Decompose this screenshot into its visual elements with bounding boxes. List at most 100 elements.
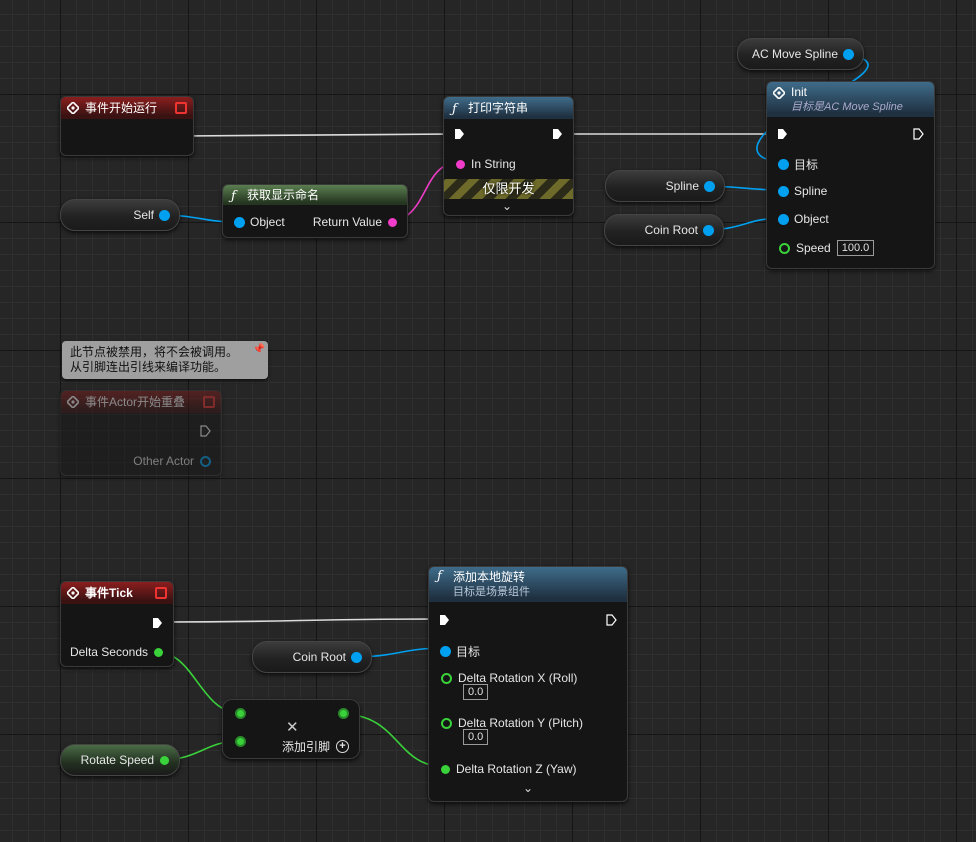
pin-label: 目标 (456, 645, 481, 659)
node-header: 事件开始运行 (61, 97, 193, 119)
delta-seconds-pin[interactable]: Delta Seconds (70, 645, 163, 659)
comment-line-2: 从引脚连出引线来编译功能。 (70, 360, 227, 374)
roll-value-field[interactable]: 0.0 (463, 684, 489, 700)
add-pin-icon: + (336, 740, 350, 753)
object-pin-icon (705, 181, 714, 191)
node-subtitle: 目标是AC Move Spline (791, 101, 903, 113)
b-input-pin[interactable] (235, 736, 246, 747)
node-header: 事件Actor开始重叠 (61, 391, 221, 413)
spline-variable-node[interactable]: Spline (605, 170, 725, 202)
spline-input-pin[interactable]: Spline (779, 184, 827, 198)
add-local-rotation-node[interactable]: ƒ 添加本地旋转 目标是场景组件 目标 Delta Rotation X (Ro… (428, 566, 628, 802)
event-tick-node[interactable]: 事件Tick Delta Seconds (60, 581, 174, 667)
remove-x-icon: ✕ (286, 719, 299, 736)
a-input-pin[interactable] (235, 708, 246, 719)
object-input-pin[interactable]: Object (779, 212, 829, 226)
print-string-node[interactable]: ƒ 打印字符串 In String 仅限开发 ⌄ (443, 96, 574, 216)
function-icon: ƒ (452, 102, 457, 117)
exec-wire-tick-rotation (162, 618, 440, 623)
exec-out-pin[interactable] (913, 128, 924, 140)
event-begin-play-node[interactable]: 事件开始运行 (60, 96, 194, 156)
return-value-pin[interactable]: Return Value (313, 215, 397, 229)
exec-pin-icon (606, 614, 617, 626)
exec-pin-icon (553, 129, 562, 139)
float-pin-icon (441, 717, 452, 729)
get-display-name-node[interactable]: ƒ 获取显示命名 Object Return Value (222, 184, 408, 238)
chevron-down-icon[interactable]: ⌄ (502, 199, 513, 213)
object-input-pin[interactable]: Object (235, 215, 285, 229)
exec-in-pin[interactable] (454, 128, 465, 140)
node-header: 事件Tick (61, 582, 173, 604)
rotate-speed-variable-node[interactable]: Rotate Speed (60, 744, 180, 776)
pin-label: Object (794, 212, 829, 226)
object-pin-icon (235, 217, 244, 227)
float-pin-icon (441, 672, 452, 684)
coin-root-variable-node[interactable]: Coin Root (252, 641, 372, 673)
multiply-node[interactable]: ✕ 添加引脚 + (222, 699, 360, 759)
node-title: Init (791, 85, 808, 99)
variable-label: Coin Root (292, 650, 346, 664)
node-header: ƒ 获取显示命名 (223, 185, 407, 205)
node-header: ƒ 添加本地旋转 目标是场景组件 (429, 567, 627, 602)
exec-out-pin[interactable] (606, 614, 617, 626)
pin-label: Delta Rotation Y (Pitch) (458, 716, 583, 730)
chevron-down-icon[interactable]: ⌄ (523, 781, 534, 795)
ac-move-spline-output-pin[interactable]: AC Move Spline (752, 47, 853, 61)
disabled-node-comment: 此节点被禁用，将不会被调用。 从引脚连出引线来编译功能。 📌 (62, 341, 268, 379)
delta-rotation-z-pin[interactable]: Delta Rotation Z (Yaw) (441, 762, 577, 776)
pin-label: 目标 (794, 158, 819, 172)
pin-label: Spline (794, 184, 828, 198)
node-header: ƒ 打印字符串 (444, 97, 573, 119)
rotate-speed-output-pin[interactable]: Rotate Speed (81, 753, 169, 767)
spline-output-pin[interactable]: Spline (666, 179, 714, 193)
exec-pin-icon (440, 615, 449, 625)
in-string-pin[interactable]: In String (456, 157, 516, 171)
node-title: 打印字符串 (468, 101, 529, 115)
self-output-pin[interactable]: Self (133, 208, 169, 222)
pin-label: Speed (796, 241, 831, 255)
comment-line-1: 此节点被禁用，将不会被调用。 (70, 345, 239, 359)
float-pin-icon (235, 708, 246, 719)
other-actor-pin[interactable]: Other Actor (133, 454, 211, 468)
exec-out-pin[interactable] (152, 617, 163, 629)
float-pin-icon (235, 736, 246, 747)
exec-out-pin[interactable] (552, 128, 563, 140)
self-variable-node[interactable]: Self (60, 199, 180, 231)
actor-begin-overlap-node[interactable]: 事件Actor开始重叠 Other Actor (60, 390, 222, 476)
object-pin-icon (200, 455, 211, 467)
event-diamond-icon (67, 102, 79, 114)
coin-root-variable-node[interactable]: Coin Root (604, 214, 724, 246)
node-title: 事件Actor开始重叠 (85, 395, 186, 409)
exec-out-pin[interactable] (200, 425, 211, 437)
stop-square-icon (155, 587, 167, 599)
add-pin-button[interactable]: 添加引脚 + (282, 738, 350, 755)
variable-label: Rotate Speed (80, 753, 154, 767)
ac-move-spline-variable-node[interactable]: AC Move Spline (737, 38, 864, 70)
init-node[interactable]: Init 目标是AC Move Spline 目标 Spline Object … (766, 81, 935, 269)
node-title: 事件Tick (85, 586, 133, 600)
target-input-pin[interactable]: 目标 (441, 643, 480, 660)
pin-label: In String (471, 157, 516, 171)
event-diamond-icon (67, 587, 79, 599)
float-pin-icon (441, 764, 450, 774)
speed-value-field[interactable]: 100.0 (836, 240, 875, 256)
pin-icon[interactable]: 📌 (252, 344, 265, 355)
delta-rotation-y-pin[interactable]: Delta Rotation Y (Pitch) (441, 716, 583, 730)
pin-label: Object (250, 215, 285, 229)
delta-rotation-x-pin[interactable]: Delta Rotation X (Roll) (441, 671, 577, 685)
float-pin-icon (779, 242, 790, 254)
event-diamond-icon (67, 396, 79, 408)
node-title: 事件开始运行 (85, 101, 158, 115)
coin-root-output-pin[interactable]: Coin Root (645, 223, 713, 237)
speed-input-pin[interactable]: Speed 100.0 (779, 240, 875, 256)
exec-in-pin[interactable] (439, 614, 450, 626)
pitch-value-field[interactable]: 0.0 (463, 729, 489, 745)
target-input-pin[interactable]: 目标 (779, 156, 818, 173)
pin-label: Delta Rotation Z (Yaw) (456, 762, 577, 776)
result-output-pin[interactable] (338, 708, 349, 719)
pin-label: Delta Seconds (69, 645, 148, 659)
coin-root-output-pin[interactable]: Coin Root (293, 650, 361, 664)
event-diamond-icon (773, 87, 785, 99)
object-pin-icon (160, 210, 169, 220)
exec-in-pin[interactable] (777, 128, 788, 140)
